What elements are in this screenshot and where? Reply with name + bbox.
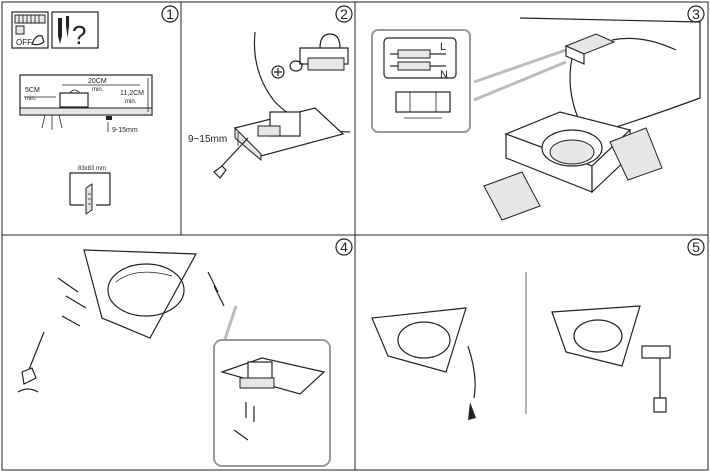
- ceiling-clearance-diagram: [19, 74, 153, 132]
- svg-text:4: 4: [340, 239, 348, 255]
- dim-top: 20CM: [88, 78, 107, 85]
- neutral-label: N: [440, 69, 448, 81]
- screwdriver-icon: [213, 137, 249, 179]
- fixture-paint-roller: [551, 305, 671, 413]
- svg-text:5: 5: [692, 239, 700, 255]
- dim-height-min: min.: [125, 99, 137, 105]
- screws-right: [207, 271, 225, 307]
- ceiling-panel: [519, 17, 701, 133]
- spring-clip-left: [483, 171, 541, 221]
- step-number-5: 5: [687, 238, 705, 256]
- screwdriver-large: [17, 331, 45, 393]
- svg-text:3: 3: [692, 6, 700, 22]
- fixture-paint-brush: [371, 307, 476, 420]
- switch-off-label: OFF: [16, 38, 32, 47]
- dim-top-min: min.: [92, 87, 104, 93]
- fixture-frame-large: [83, 249, 197, 339]
- svg-text:2: 2: [340, 6, 348, 22]
- fixture-frame: [233, 107, 345, 162]
- magnifier-callout: [213, 305, 331, 467]
- step-number-3: 3: [687, 5, 705, 23]
- cutout-size: 83x83 mm: [78, 166, 106, 172]
- transformer-box: [564, 33, 677, 119]
- dim-height: 11,2CM: [120, 90, 144, 97]
- screws-left: [57, 277, 87, 327]
- tools-icon: ?: [51, 11, 99, 50]
- step-number-4: 4: [335, 238, 353, 256]
- screw-icon: [271, 60, 303, 79]
- square-downlight: [504, 111, 632, 194]
- breaker-switch-icon: OFF: [11, 11, 49, 49]
- spring-clip-right: [609, 127, 663, 181]
- step-number-2: 2: [335, 5, 353, 23]
- dim-side-min: min.: [25, 96, 37, 102]
- spring-clip: [299, 33, 349, 71]
- dim-side: 5CM: [25, 87, 40, 94]
- question-mark: ?: [72, 20, 86, 50]
- callout-line: [473, 48, 567, 102]
- svg-text:1: 1: [166, 6, 174, 22]
- dim-depth: 9-15mm: [112, 127, 138, 134]
- live-label: L: [440, 41, 446, 53]
- step-number-1: 1: [161, 5, 179, 23]
- thickness-label: 9~15mm: [188, 134, 227, 145]
- cutout-diagram: [69, 172, 111, 215]
- wiring-detail: [371, 29, 471, 133]
